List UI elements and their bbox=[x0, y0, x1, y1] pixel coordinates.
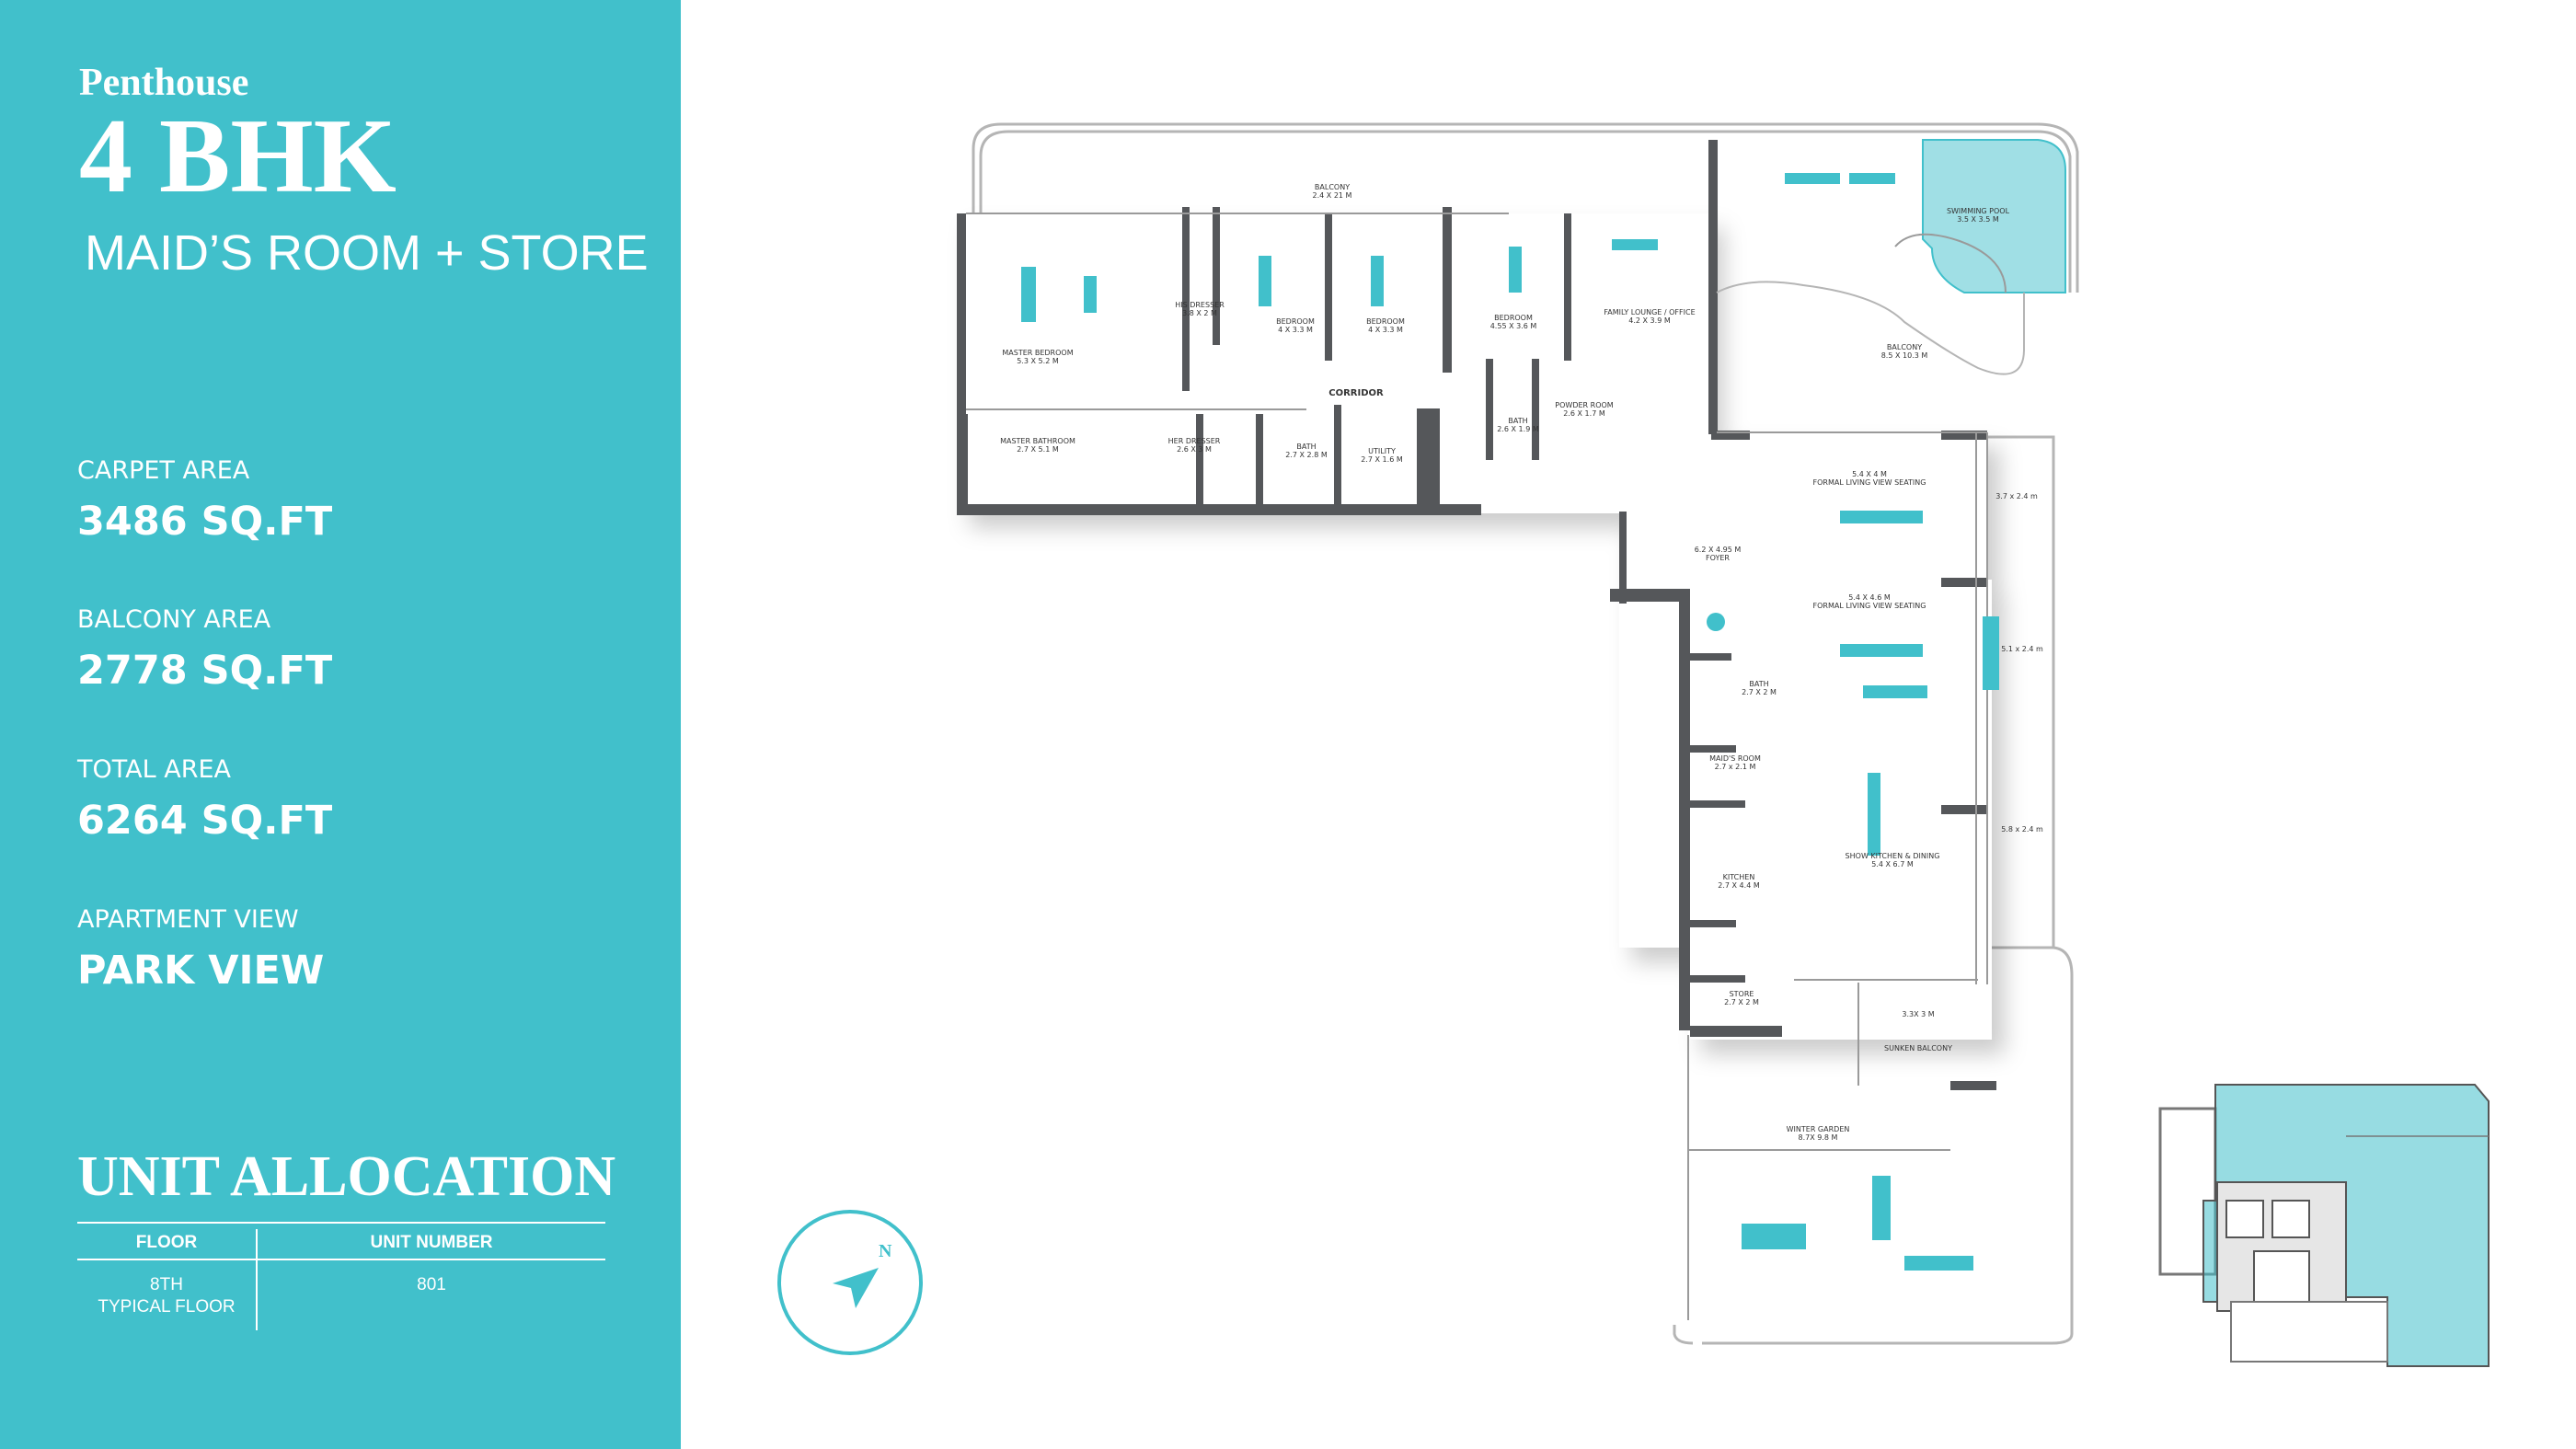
carpet-area-value: 3486 SQ.FT bbox=[77, 499, 333, 545]
key-plan bbox=[2156, 1084, 2490, 1373]
swimming-pool bbox=[1922, 139, 2066, 293]
apartment-view-value: PARK VIEW bbox=[77, 948, 325, 994]
balcony-outline bbox=[972, 122, 2079, 1345]
column-header-floor: FLOOR bbox=[135, 1233, 198, 1252]
info-sidebar: Penthouse 4 BHK MAID’S ROOM + STORE CARP… bbox=[0, 0, 681, 1449]
compass: N bbox=[777, 1210, 923, 1355]
floor-cell-line2: TYPICAL FLOOR bbox=[98, 1297, 236, 1317]
balcony-deck-curve bbox=[1716, 281, 2025, 375]
unit-allocation-title: UNIT ALLOCATION bbox=[77, 1145, 616, 1208]
floor-cell-line1: 8TH bbox=[150, 1275, 183, 1294]
total-area-value: 6264 SQ.FT bbox=[77, 798, 333, 844]
table-divider bbox=[256, 1229, 258, 1330]
furniture bbox=[1021, 173, 1999, 1271]
total-area-label: TOTAL AREA bbox=[77, 755, 231, 784]
column-header-unit: UNIT NUMBER bbox=[370, 1233, 493, 1252]
compass-north-label: N bbox=[879, 1241, 892, 1261]
unit-number-cell: 801 bbox=[417, 1275, 446, 1294]
label-dim-3: 5.8 x 2.4 m bbox=[2001, 825, 2043, 834]
page-title: 4 BHK bbox=[79, 98, 397, 215]
label-corridor: CORRIDOR bbox=[1328, 388, 1384, 398]
table-rule bbox=[77, 1259, 605, 1260]
label-dim-2: 5.1 x 2.4 m bbox=[2001, 645, 2043, 653]
apartment-view-label: APARTMENT VIEW bbox=[77, 905, 299, 934]
north-arrow-icon bbox=[833, 1268, 879, 1308]
pool-steps bbox=[1894, 233, 2007, 293]
page-subtitle: MAID’S ROOM + STORE bbox=[85, 225, 649, 281]
label-dim-1: 3.7 x 2.4 m bbox=[1995, 492, 2038, 500]
interior-lines bbox=[966, 213, 1988, 1320]
carpet-area-label: CARPET AREA bbox=[77, 456, 250, 485]
balcony-area-label: BALCONY AREA bbox=[77, 605, 271, 634]
table-rule bbox=[77, 1222, 605, 1224]
key-plan-drawing bbox=[2156, 1084, 2490, 1373]
walls bbox=[957, 140, 1996, 1090]
floor-slab bbox=[957, 213, 1992, 1040]
balcony-area-value: 2778 SQ.FT bbox=[77, 648, 333, 694]
unit-type-label: Penthouse bbox=[79, 62, 249, 104]
